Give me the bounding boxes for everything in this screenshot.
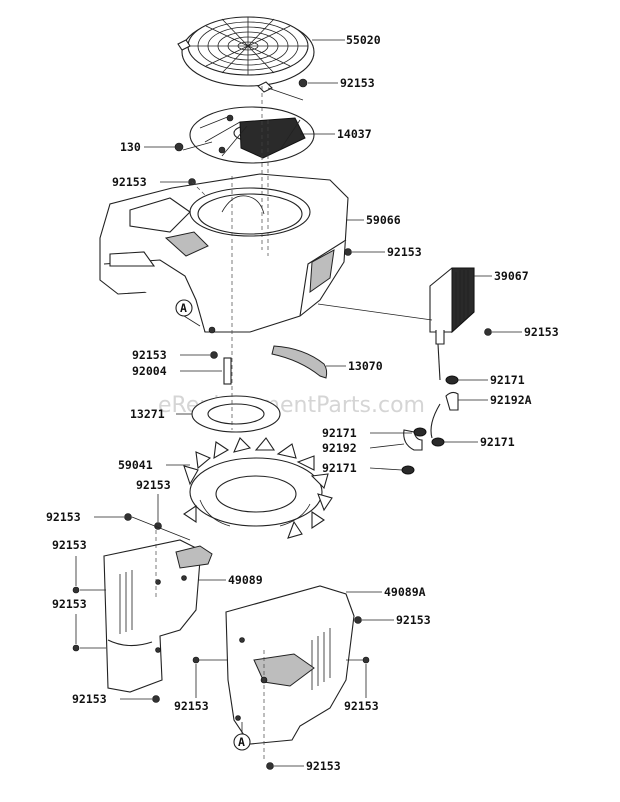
- left-shroud: [103, 539, 213, 693]
- bolt-icon: [266, 762, 274, 770]
- callout-49089: 49089: [228, 573, 263, 587]
- bolt-icon: [72, 586, 80, 594]
- bolt-icon: [210, 351, 218, 359]
- callout-55020: 55020: [346, 33, 381, 47]
- bolt-icon: [362, 656, 370, 664]
- bolt-icon: [354, 616, 362, 624]
- callout-92153-b: 92153: [387, 245, 422, 259]
- oil-cooler: [429, 267, 475, 381]
- callout-130: 130: [120, 140, 141, 154]
- callout-92153-l: 92153: [344, 699, 379, 713]
- callout-59041: 59041: [118, 458, 153, 472]
- callout-92192A: 92192A: [490, 393, 532, 407]
- bolt-icon: [174, 142, 184, 152]
- callout-92171-d: 92171: [322, 461, 357, 475]
- callout-92171-a: 92171: [490, 373, 525, 387]
- bolt-icon: [192, 656, 200, 664]
- callout-92153-c: 92153: [524, 325, 559, 339]
- right-shroud: [225, 585, 355, 745]
- callout-13070: 13070: [348, 359, 383, 373]
- callout-92153-g: 92153: [52, 538, 87, 552]
- callout-92153-i: 92153: [72, 692, 107, 706]
- callout-39067: 39067: [494, 269, 529, 283]
- cooling-fan: [183, 437, 333, 539]
- callout-92153-d: 92153: [132, 348, 167, 362]
- bolt-icon: [484, 328, 492, 336]
- bolt-icon: [344, 248, 352, 256]
- callout-92153-a: 92153: [112, 175, 147, 189]
- callout-92153-f: 92153: [46, 510, 81, 524]
- baffle: [271, 345, 328, 379]
- callout-92153-top: 92153: [340, 76, 375, 90]
- callout-92153-j: 92153: [396, 613, 431, 627]
- callout-14037: 14037: [337, 127, 372, 141]
- fan-screen: [177, 16, 315, 93]
- callout-59066: 59066: [366, 213, 401, 227]
- gasket: [191, 395, 281, 433]
- callout-92171-b: 92171: [322, 426, 357, 440]
- callout-92153-h: 92153: [52, 597, 87, 611]
- bolt-icon: [72, 644, 80, 652]
- callout-49089A: 49089A: [384, 585, 426, 599]
- callout-92192: 92192: [322, 441, 357, 455]
- ref-marker-a-label: A: [180, 301, 187, 315]
- bolt-icon: [298, 78, 308, 88]
- bolt-icon: [124, 513, 132, 521]
- blower-housing: [99, 173, 349, 334]
- callout-13271: 13271: [130, 407, 165, 421]
- callout-92153-e: 92153: [136, 478, 171, 492]
- callout-92004: 92004: [132, 364, 167, 378]
- rotating-screen: [189, 106, 315, 164]
- callout-92153-k: 92153: [174, 699, 209, 713]
- callout-92153-m: 92153: [306, 759, 341, 773]
- stud: [223, 357, 232, 385]
- callout-92171-c: 92171: [480, 435, 515, 449]
- hose-clamps: [401, 375, 459, 475]
- bolt-icon: [152, 695, 160, 703]
- ref-marker-a-label: A: [238, 735, 245, 749]
